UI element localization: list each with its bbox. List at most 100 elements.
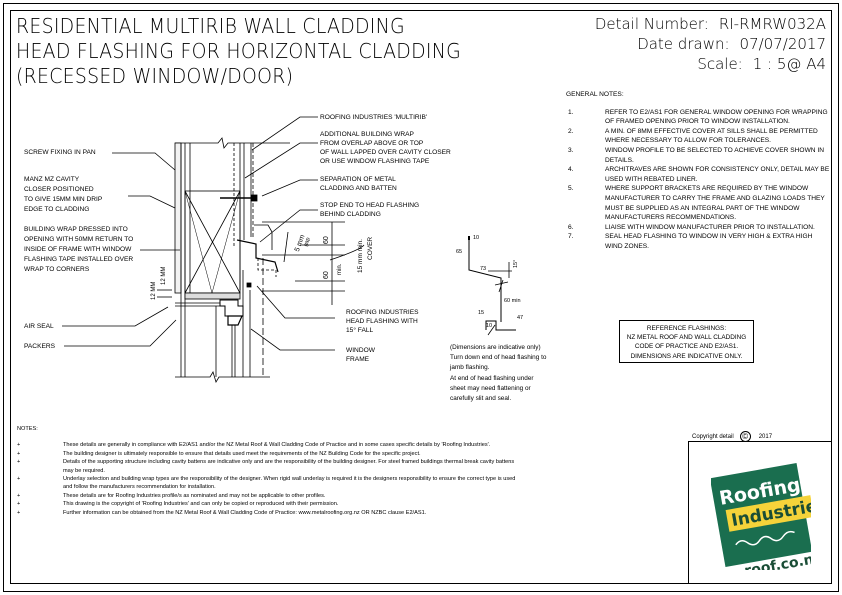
title-line-3: (RECESSED WINDOW/DOOR) [16, 64, 294, 88]
general-notes: GENERAL NOTES: 1.REFER TO E2/AS1 FOR GEN… [566, 90, 831, 252]
roofing-industries-logo: Roofing Industries roof.co.nz [711, 463, 811, 570]
dim-min: min. [337, 263, 343, 275]
sheet-outer-border [3, 3, 839, 592]
dimension-note-line-4: At end of head flashing under [450, 374, 534, 382]
detail-number-value: RI-RMRW032A [718, 15, 826, 33]
reference-line-2: NZ METAL ROOF AND WALL CLADDING [626, 334, 747, 342]
general-notes-heading: GENERAL NOTES: [566, 91, 624, 98]
label-head-flashing-3: 15° FALL [346, 327, 374, 334]
general-note-item: 4.ARCHITRAVES ARE SHOWN FOR CONSISTENCY … [568, 166, 830, 183]
note-item: +This drawing is the copyright of 'Roofi… [17, 501, 339, 508]
dimension-note: (Dimensions are indicative only) Turn do… [450, 343, 546, 404]
label-window-frame-1: WINDOW [346, 347, 375, 354]
detail-number-label: Detail Number: [594, 15, 709, 33]
label-wrap-5: WRAP TO CORNERS [24, 266, 90, 273]
date-drawn-label: Date drawn: [637, 35, 730, 53]
note-item: +These details are for Roofing Industrie… [17, 492, 326, 499]
label-multirib: ROOFING INDUSTRIES 'MULTIRIB' [320, 114, 428, 121]
notes-heading: NOTES: [17, 426, 38, 432]
scale-value: 1 : 5@ A4 [752, 55, 826, 73]
bullet-icon: + [17, 450, 21, 457]
profile-dim-down: 60 min [504, 298, 521, 304]
break-line-top [175, 137, 290, 149]
dimension-note-line-6: carefully slit and seal. [450, 395, 512, 403]
bullet-icon: + [17, 476, 21, 483]
label-packers: PACKERS [24, 343, 56, 350]
profile-dim-foot: 47 [517, 315, 524, 321]
flashing-profile-diagram [468, 236, 516, 336]
sheet-inner-border [10, 10, 832, 584]
dimension-note-line-5: sheet may need flattening or [450, 384, 531, 392]
date-drawn-value: 07/07/2017 [739, 35, 826, 53]
profile-dim-top: 10 [473, 235, 480, 241]
title-line-1: RESIDENTIAL MULTIRIB WALL CLADDING [16, 14, 405, 38]
bullet-icon: + [17, 501, 21, 508]
label-add-wrap-2: FROM OVERLAP ABOVE OR TOP [320, 140, 424, 147]
drawing-title: RESIDENTIAL MULTIRIB WALL CLADDING HEAD … [16, 14, 461, 89]
bullet-icon: + [17, 442, 21, 449]
scale-label: Scale: [697, 55, 743, 73]
note-item: +Further information can be obtained fro… [17, 509, 427, 516]
label-wrap-2: OPENING WITH 50mm RETURN TO [24, 236, 134, 243]
label-window-frame-2: FRAME [346, 356, 370, 363]
reference-flashings-box: REFERENCE FLASHINGS: NZ METAL ROOF AND W… [619, 320, 754, 363]
window-frame-head [219, 299, 244, 317]
scale: Scale: 1 : 5@ A4 [595, 54, 826, 74]
dimension-note-line-3: jamb flashing. [450, 364, 490, 372]
title-line-2: HEAD FLASHING FOR HORIZONTAL CLADDING [16, 39, 462, 63]
note-item: +Details of the supporting structure inc… [17, 459, 515, 474]
profile-dim-slope: 73 [480, 266, 487, 272]
label-add-wrap-4: OR USE WINDOW FLASHING TAPE [320, 158, 430, 165]
label-add-wrap-3: OF WALL LAPPED OVER CAVITY CLOSER [320, 149, 451, 156]
bullet-icon: + [17, 459, 21, 466]
title-block: Detail Number: RI-RMRW032A Date drawn: 07/… [595, 14, 826, 74]
notes: NOTES: +These details are generally in c… [17, 425, 517, 517]
label-separation-1: SEPARATION OF METAL [320, 176, 396, 183]
dim-60-lower: 60 [323, 271, 330, 279]
general-note-item: 2.A MIN. OF 8mm EFFECTIVE COVER AT SILLS… [568, 127, 818, 145]
reference-line-3: CODE OF PRACTICE AND E2/AS1. [634, 343, 739, 351]
copyright-year: 2017 [758, 434, 773, 441]
label-wrap-1: BUILDING WRAP DRESSED INTO [24, 226, 128, 233]
label-wrap-4: FLASHING TAPE INSTALLED OVER [24, 256, 134, 263]
copyright-label: Copyright detail [692, 434, 734, 441]
wall-lining [174, 142, 182, 294]
profile-dim-kick: 15 [478, 310, 485, 316]
dim-cover-1: 15 mm min. [357, 239, 364, 273]
bullet-icon: + [17, 492, 21, 499]
reference-line-4: DIMENSIONS ARE INDICATIVE ONLY. [630, 352, 743, 360]
label-air-seal: AIR SEAL [24, 323, 54, 330]
label-closer-2: CLOSER POSITIONED [24, 186, 94, 193]
wave-icon [735, 530, 795, 546]
general-note-item: 6.LIAISE WITH WINDOW MANUFACTURER PRIOR … [568, 223, 815, 231]
label-screw-fixing: SCREW FIXING IN PAN [24, 149, 96, 156]
label-wrap-3: INSIDE OF FRAME WITH WINDOW [24, 246, 132, 253]
label-stop-end-2: BEHIND CLADDING [320, 211, 381, 218]
general-note-item: 7.SEAL HEAD FLASHING TO WINDOW IN VERY H… [568, 233, 813, 250]
bullet-icon: + [17, 509, 21, 516]
profile-dim-up: 65 [456, 249, 463, 255]
detail-number: Detail Number: RI-RMRW032A [595, 14, 826, 34]
label-separation-2: CLADDING AND BATTEN [320, 185, 397, 192]
label-stop-end-1: STOP END TO HEAD FLASHING [320, 202, 420, 209]
logo-yellow-band [725, 495, 811, 532]
note-item: +These details are generally in complian… [17, 442, 491, 449]
general-note-item: 1.REFER TO E2/AS1 FOR GENERAL WINDOW OPE… [568, 108, 828, 126]
air-seal-block [246, 282, 252, 288]
reference-line-1: REFERENCE FLASHINGS: [646, 325, 727, 332]
dim-60-upper: 60 [323, 236, 330, 244]
dim-12mm-a: 12 mm [151, 281, 157, 300]
logo-frame: Roofing Industries roof.co.nz [688, 441, 832, 584]
profile-dim-drip: 10 [486, 323, 493, 329]
dim-cover-2: COVER [367, 236, 374, 260]
note-item: +Underlay selection and building wrap ty… [17, 476, 516, 491]
profile-dim-angle: 15° [513, 259, 519, 268]
general-note-item: 3.WINDOW PROFILE TO BE SELECTED TO ACHIE… [568, 146, 824, 164]
label-head-flashing-2: HEAD FLASHING WITH [346, 318, 418, 325]
dimension-note-line-1: (Dimensions are indicative only) [450, 344, 541, 351]
dim-12mm-b: 12 mm [161, 266, 167, 285]
label-head-flashing-1: ROOFING INDUSTRIES [346, 309, 419, 316]
break-line-bottom [175, 371, 270, 383]
